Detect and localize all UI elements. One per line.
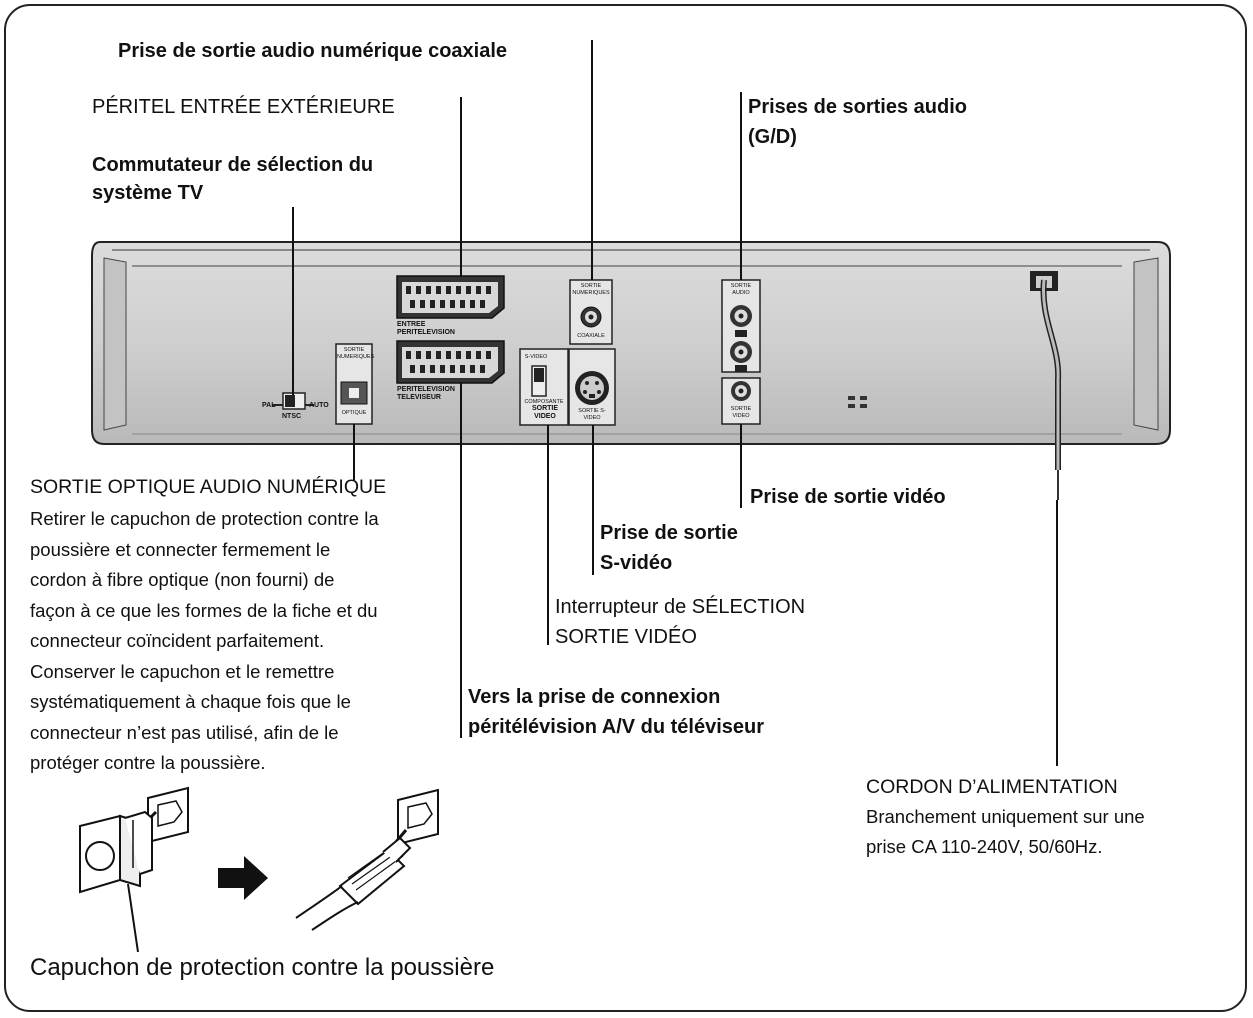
panel-ntsc: NTSC (282, 413, 302, 420)
panel-video-jack: SORTIE VIDEO (730, 406, 752, 419)
panel-opt-bottom: OPTIQUE (341, 410, 367, 416)
label-power-1: Branchement uniquement sur une (866, 806, 1145, 827)
panel-scart-out-2: TELEVISEUR (397, 394, 441, 401)
panel-audio-top: SORTIE AUDIO (730, 283, 752, 296)
optical-description: Retirer le capuchon de protection contre… (30, 504, 480, 779)
vent-mark (848, 396, 867, 408)
panel-coax-top: SORTIE NUMERIQUES (572, 283, 610, 296)
label-svideo-2: S-vidéo (600, 552, 673, 574)
power-cord (1030, 271, 1062, 500)
panel-pal: PAL (262, 402, 276, 409)
diagram-frame (4, 4, 1247, 1012)
panel-opt-top: SORTIE NUMERIQUES (337, 347, 375, 360)
optical-line-7: systématiquement à chaque fois que le (30, 691, 351, 712)
label-power-title: CORDON D’ALIMENTATION (866, 776, 1118, 798)
leader-optical (353, 424, 355, 480)
leader-select (547, 425, 549, 645)
video-select-switch (519, 348, 569, 426)
optical-line-3: cordon à fibre optique (non fourni) de (30, 569, 335, 590)
label-tv-connection-2: péritélévision A/V du téléviseur (468, 716, 765, 738)
panel-sortie-video: SORTIE VIDEO (531, 405, 559, 420)
leader-svideo (592, 425, 594, 575)
scart-output-connector (396, 340, 505, 384)
audio-output-jacks (721, 279, 761, 373)
dust-cap-illustration (79, 786, 439, 953)
panel-scart-out-1: PERITELEVISION (397, 386, 455, 393)
leader-video (740, 424, 742, 508)
label-power-2: prise CA 110-240V, 50/60Hz. (866, 836, 1103, 857)
coaxial-output-jack (569, 279, 613, 345)
label-tv-connection-1: Vers la prise de connexion (468, 686, 721, 708)
leader-tv-conn (460, 383, 462, 738)
panel-scart-in-2: PERITELEVISION (397, 329, 455, 336)
svideo-output-jack (568, 348, 616, 426)
label-video-select-1: Interrupteur de SÉLECTION (555, 596, 806, 618)
label-tv-system-switch-2: système TV (92, 182, 204, 204)
leader-scart-in (460, 97, 462, 277)
label-dust-cap: Capuchon de protection contre la poussiè… (30, 954, 495, 981)
leader-audio (740, 92, 742, 280)
label-tv-system-switch-1: Commutateur de sélection du (92, 154, 374, 176)
optical-line-1: Retirer le capuchon de protection contre… (30, 508, 379, 529)
label-audio-outputs-1: Prises de sorties audio (748, 96, 967, 118)
label-audio-outputs-2: (G/D) (748, 126, 797, 148)
scart-input-connector (396, 275, 505, 319)
panel-svideo-switch-top: S-VIDEO (524, 354, 548, 360)
label-video-select-2: SORTIE VIDÉO (555, 626, 697, 648)
optical-line-5: connecteur coïncident parfaitement. (30, 630, 325, 651)
optical-line-4: façon à ce que les formes de la fiche et… (30, 599, 378, 621)
panel-auto: AUTO (309, 402, 329, 409)
label-video-output: Prise de sortie vidéo (750, 486, 946, 508)
optical-line-6: Conserver le capuchon et le remettre (30, 660, 335, 682)
leader-coax (591, 40, 593, 280)
label-optical-title: SORTIE OPTIQUE AUDIO NUMÉRIQUE (30, 476, 387, 498)
video-output-jack (721, 377, 761, 425)
leader-tv-switch (292, 207, 294, 395)
label-svideo-1: Prise de sortie (600, 522, 738, 544)
label-coaxial-output: Prise de sortie audio numérique coaxiale (118, 40, 508, 62)
optical-line-8: connecteur n’est pas utilisé, afin de le (30, 721, 339, 743)
tv-system-switch (272, 392, 314, 410)
panel-svideo-switch-bottom: COMPOSANTE (524, 399, 564, 405)
label-scart-input: PÉRITEL ENTRÉE EXTÉRIEURE (92, 96, 395, 118)
panel-svideo-jack: SORTIE S-VIDEO (578, 408, 606, 421)
panel-scart-in-1: ENTREE (397, 321, 426, 328)
optical-line-9: protéger contre la poussière. (30, 752, 266, 773)
leader-power (1056, 500, 1058, 766)
panel-coax-bottom: COAXIALE (577, 333, 605, 339)
optical-line-2: poussière et connecter fermement le (30, 538, 331, 560)
